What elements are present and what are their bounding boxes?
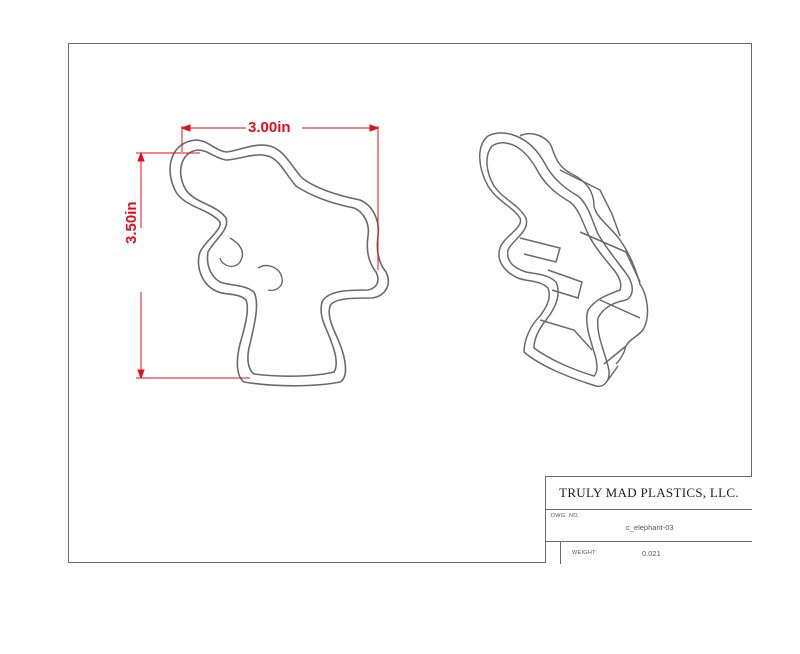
elephant-cutter-front-outer [169,139,390,387]
elephant-cutter-front-inner [179,149,379,377]
drawing-number-value: c_elephant-03 [626,523,674,532]
width-dimension [180,124,380,270]
height-dimension [136,151,250,380]
company-name: TRULY MAD PLASTICS, LLC. [546,477,752,510]
weight-row-divider [560,542,561,564]
elephant-trunk-notch [219,237,244,268]
drawing-number-row: DWG. NO. c_elephant-03 [546,510,752,542]
weight-row: WEIGHT: 0.021 [546,542,752,564]
drawing-number-label: DWG. NO. [551,513,580,519]
elephant-leg-notch [257,264,283,292]
elephant-cutter-isometric [479,132,649,388]
weight-value: 0.021 [642,549,661,558]
title-block: TRULY MAD PLASTICS, LLC. DWG. NO. c_elep… [545,476,752,564]
width-dimension-label: 3.00in [248,119,291,136]
height-dimension-label: 3.50in [123,201,140,244]
weight-label: WEIGHT: [572,550,598,556]
